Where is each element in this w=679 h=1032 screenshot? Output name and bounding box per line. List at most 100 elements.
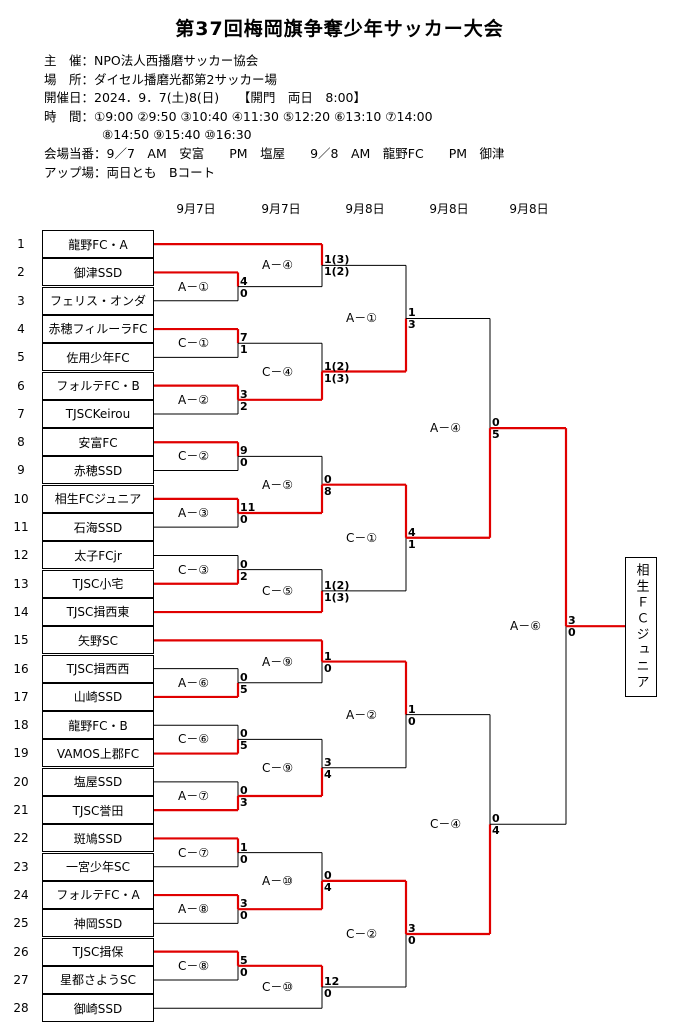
match-score: 0 <box>240 852 248 866</box>
match-score: 1(3) <box>324 590 350 604</box>
team-number: 14 <box>13 604 29 619</box>
team-box: 一宮少年SC <box>42 852 154 881</box>
match-score: 4 <box>240 274 248 288</box>
match-label: C－⑨ <box>262 760 294 775</box>
match-score: 0 <box>240 965 248 979</box>
match-score: 0 <box>240 286 248 300</box>
match-label: C－③ <box>178 562 210 577</box>
date-line: 開催日：2024．9．7(土)8(日) 【開門 両日 8:00】 <box>44 90 366 106</box>
match-label: C－④ <box>430 817 462 832</box>
team-box: 御崎SSD <box>42 994 154 1023</box>
match-label: A－② <box>178 392 209 407</box>
team-number: 4 <box>17 321 25 336</box>
team-number: 19 <box>13 746 29 761</box>
match-score: 1 <box>408 306 416 320</box>
team-number: 9 <box>17 463 25 478</box>
venue-line: 場 所：ダイセル播磨光都第2サッカー場 <box>44 71 277 87</box>
team-box: TJSC揖西東 <box>42 597 154 626</box>
champion-box: 相生ＦＣジュニア <box>625 557 657 697</box>
team-box: 星都さようSC <box>42 965 154 994</box>
team-box: VAMOS上郡FC <box>42 739 154 768</box>
team-box: TJSC揖西西 <box>42 654 154 683</box>
team-box: 龍野FC・A <box>42 230 154 258</box>
team-number: 23 <box>13 859 29 874</box>
match-score: 3 <box>408 318 416 332</box>
day-header: 9月7日 <box>176 202 216 216</box>
team-box: 石海SSD <box>42 513 154 541</box>
team-box: 安富FC <box>42 428 154 457</box>
team-number: 15 <box>13 633 29 648</box>
team-box: 相生FCジュニア <box>42 484 154 513</box>
match-label: A－① <box>346 311 377 326</box>
match-label: C－① <box>346 530 378 545</box>
team-number: 20 <box>13 774 29 789</box>
match-score: 1 <box>408 702 416 716</box>
team-number: 17 <box>13 689 29 704</box>
team-number: 5 <box>17 350 25 365</box>
match-label: A－② <box>346 707 377 722</box>
match-score: 4 <box>324 767 332 781</box>
team-box: 龍野FC・B <box>42 711 154 740</box>
team-number: 27 <box>13 972 29 987</box>
match-label: A－④ <box>430 421 461 436</box>
match-label: C－⑤ <box>262 583 294 598</box>
match-score: 1(3) <box>324 371 350 385</box>
match-label: C－② <box>178 449 210 464</box>
match-score: 0 <box>324 661 332 675</box>
team-number: 10 <box>13 491 29 506</box>
match-score: 0 <box>324 868 332 882</box>
team-number: 26 <box>13 944 29 959</box>
team-number: 24 <box>13 887 29 902</box>
match-label: C－⑥ <box>178 732 210 747</box>
match-label: A－⑨ <box>262 654 293 669</box>
match-score: 0 <box>240 670 248 684</box>
match-score: 0 <box>240 909 248 923</box>
match-score: 0 <box>492 812 500 826</box>
day-header: 9月8日 <box>429 202 469 216</box>
day-header: 9月8日 <box>345 202 385 216</box>
match-score: 3 <box>324 755 332 769</box>
page-title: 第37回梅岡旗争奪少年サッカー大会 <box>175 18 504 40</box>
match-score: 5 <box>240 953 248 967</box>
match-score: 3 <box>240 897 248 911</box>
team-box: 佐用少年FC <box>42 343 154 372</box>
match-score: 0 <box>568 626 576 640</box>
match-label: A－⑥ <box>178 675 209 690</box>
match-score: 1 <box>324 649 332 663</box>
organizer-line: 主 催：NPO法人西播磨サッカー協会 <box>44 53 259 68</box>
match-label: A－① <box>178 279 209 294</box>
team-box: TJSCKeirou <box>42 399 154 428</box>
match-score: 0 <box>324 987 332 1001</box>
team-box: TJSC小宅 <box>42 569 154 598</box>
match-score: 8 <box>324 484 332 498</box>
team-number: 1 <box>17 237 25 251</box>
team-number: 22 <box>13 831 29 846</box>
match-score: 5 <box>492 428 500 442</box>
team-number: 11 <box>13 520 29 534</box>
match-label: C－② <box>346 926 378 941</box>
match-score: 2 <box>240 569 248 583</box>
match-label: A－④ <box>262 258 293 273</box>
day-header: 9月8日 <box>509 202 549 216</box>
match-score: 9 <box>240 444 248 458</box>
match-score: 4 <box>324 880 332 894</box>
team-box: 赤穂フィルーラFC <box>42 314 154 343</box>
team-box: 斑鳩SSD <box>42 824 154 853</box>
team-box: フォルテFC・A <box>42 880 154 909</box>
match-score: 3 <box>568 614 576 628</box>
match-label: A－⑤ <box>262 477 293 492</box>
match-score: 11 <box>240 501 256 514</box>
match-label: C－④ <box>262 364 294 379</box>
team-box: 山崎SSD <box>42 682 154 711</box>
team-number: 8 <box>17 435 25 450</box>
match-score: 3 <box>240 796 248 809</box>
match-score: 12 <box>324 975 340 989</box>
match-score: 0 <box>408 714 416 728</box>
match-score: 3 <box>240 387 248 401</box>
match-score: 1(2) <box>324 578 350 592</box>
match-score: 0 <box>240 456 248 470</box>
match-score: 7 <box>240 331 248 345</box>
match-score: 1 <box>240 343 248 357</box>
match-score: 1 <box>240 840 248 854</box>
